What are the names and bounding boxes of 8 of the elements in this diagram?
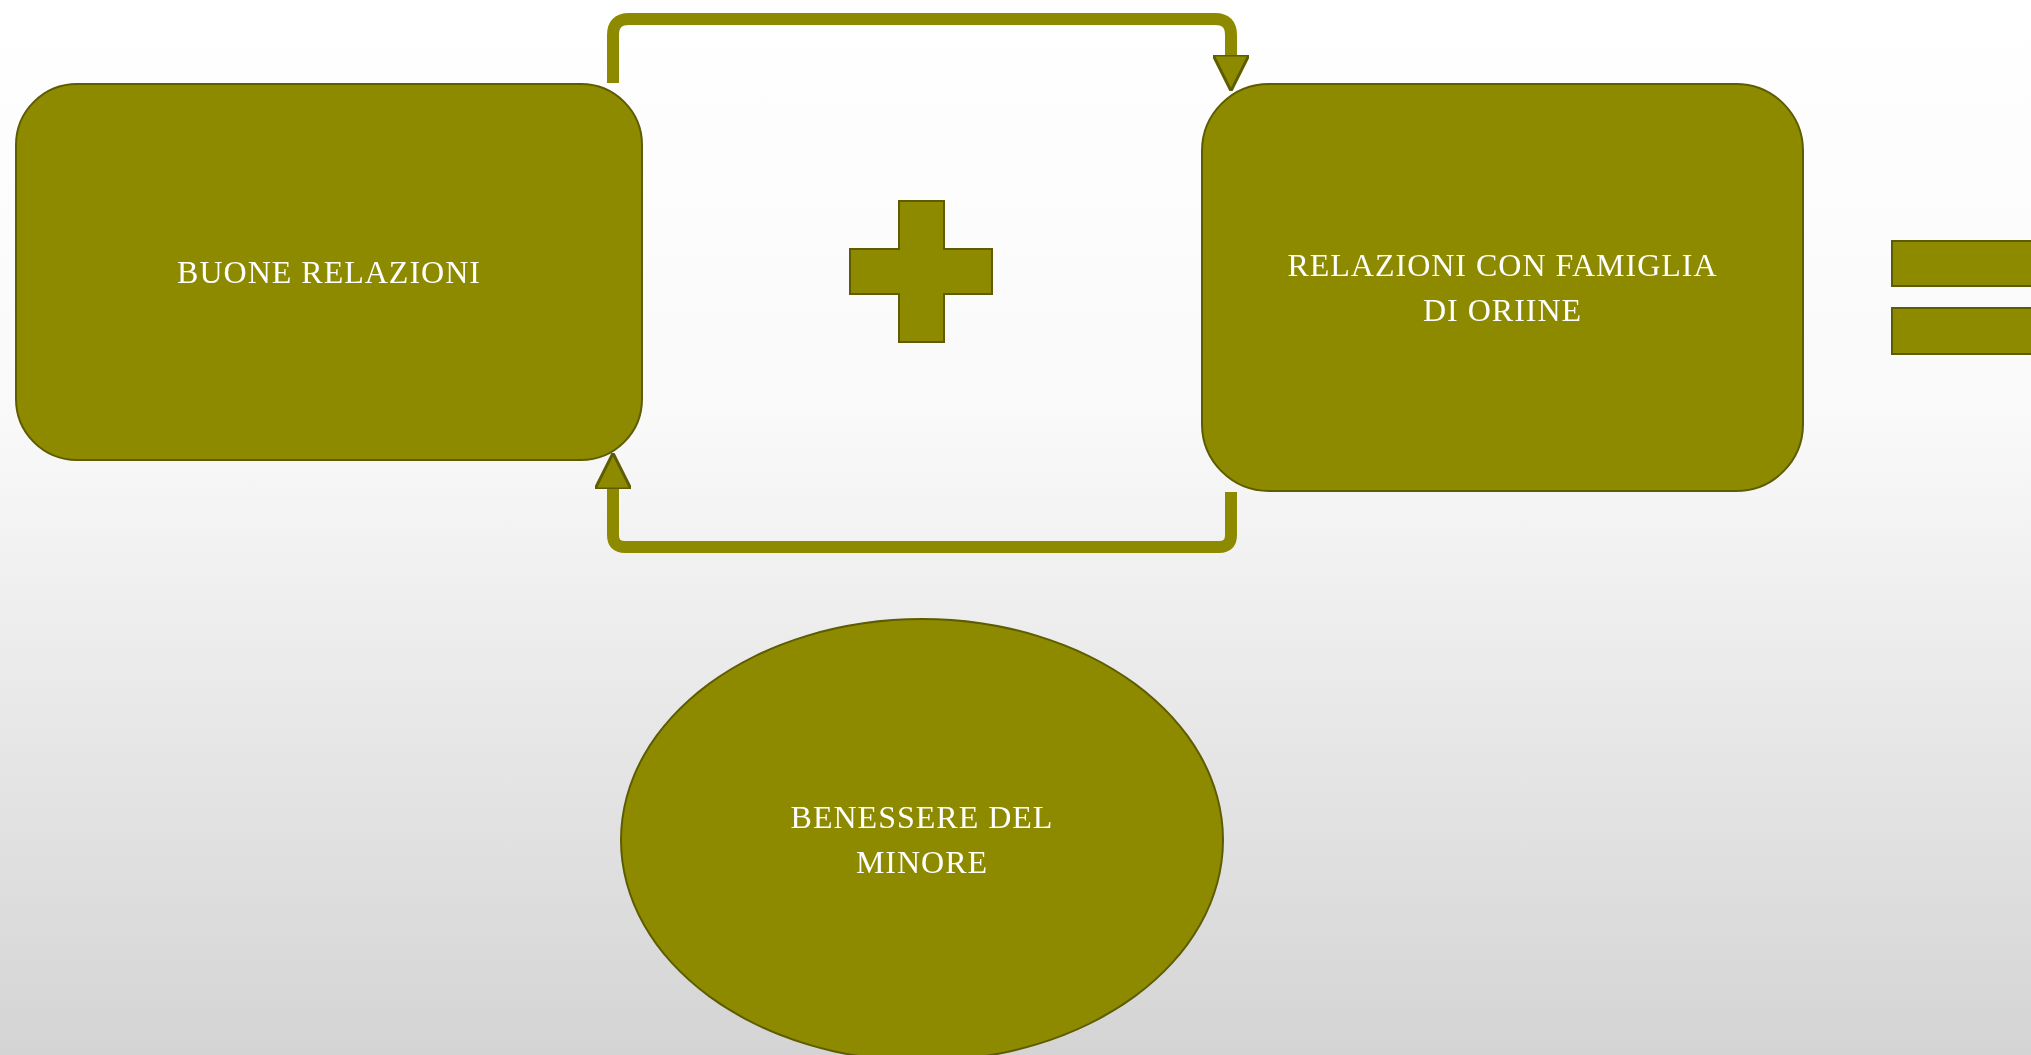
node-label: RELAZIONI CON FAMIGLIA DI ORIINE: [1286, 245, 1719, 330]
rounded-box: [1201, 83, 1804, 492]
equals-sign: [1891, 240, 2031, 356]
plus-sign: [849, 200, 994, 344]
node-label: BUONE RELAZIONI: [177, 252, 481, 292]
curved-arrow: [607, 13, 1251, 93]
rounded-box: [15, 83, 643, 461]
node-label: BENESSERE DEL MINORE: [789, 798, 1055, 882]
